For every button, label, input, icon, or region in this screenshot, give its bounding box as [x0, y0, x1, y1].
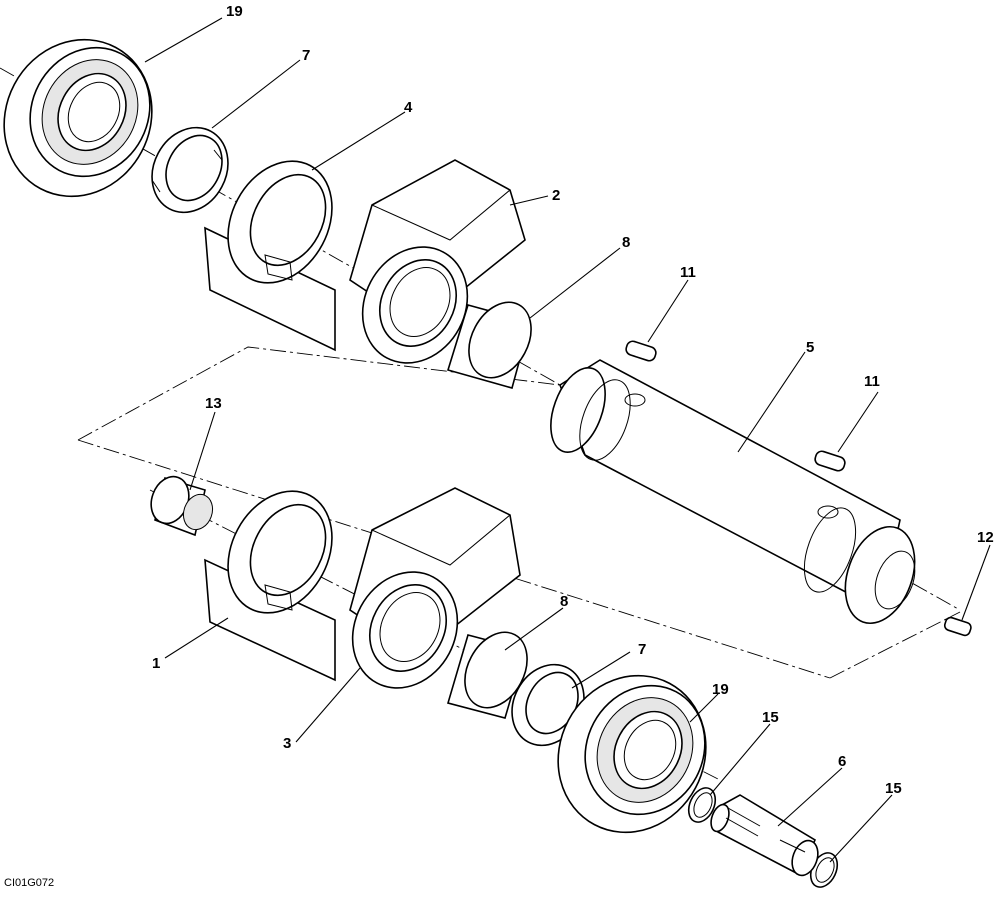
callout-shaft: 5: [806, 339, 814, 356]
sleeve-bottom: [447, 631, 528, 719]
arm-bottom-left: [204, 490, 336, 682]
bearing-top: [3, 38, 153, 198]
arm-bottom-right: [349, 487, 521, 689]
callout-labels: 19 7 4 2 8 11 5 11 13 12 1 8 7 19 3 15 6…: [152, 3, 994, 797]
callout-bearing-top: 19: [226, 3, 243, 20]
callout-snap-ring-left: 15: [762, 709, 779, 726]
callout-key-mid: 11: [864, 373, 880, 390]
callout-needle-bearing: 13: [205, 395, 222, 412]
callout-snap-ring-right: 15: [885, 780, 902, 797]
callout-bearing-bottom: 19: [712, 681, 729, 698]
key-mid: [814, 450, 846, 472]
callout-key-right: 12: [977, 529, 994, 546]
callout-bushing-bottom: 7: [638, 641, 646, 658]
callout-sleeve-bottom: 8: [560, 593, 568, 610]
arm-top-right: [349, 159, 526, 364]
bushing-bottom: [511, 663, 585, 747]
figure-id: CI01G072: [4, 877, 54, 889]
callout-sleeve-top: 8: [622, 234, 630, 251]
key-top: [625, 340, 657, 362]
bearing-bottom: [557, 674, 707, 834]
callout-bushing-top: 7: [302, 47, 310, 64]
arm-top-left: [204, 160, 336, 352]
callout-arm-bottom-left: 1: [152, 655, 160, 672]
callout-arm-top-right: 2: [552, 187, 560, 204]
key-right: [943, 616, 972, 637]
snap-ring-left: [687, 787, 717, 823]
callout-arm-bottom-right: 3: [283, 735, 291, 752]
needle-bearing: [150, 475, 214, 537]
callout-key-top: 11: [680, 264, 696, 281]
splined-shaft: [710, 794, 819, 877]
callout-splined-shaft: 6: [838, 753, 846, 770]
bushing-top: [151, 126, 229, 214]
sleeve-top: [446, 301, 532, 389]
shaft: [550, 359, 916, 625]
leader-lines: [144, 17, 991, 863]
callout-arm-top-left: 4: [404, 99, 413, 116]
